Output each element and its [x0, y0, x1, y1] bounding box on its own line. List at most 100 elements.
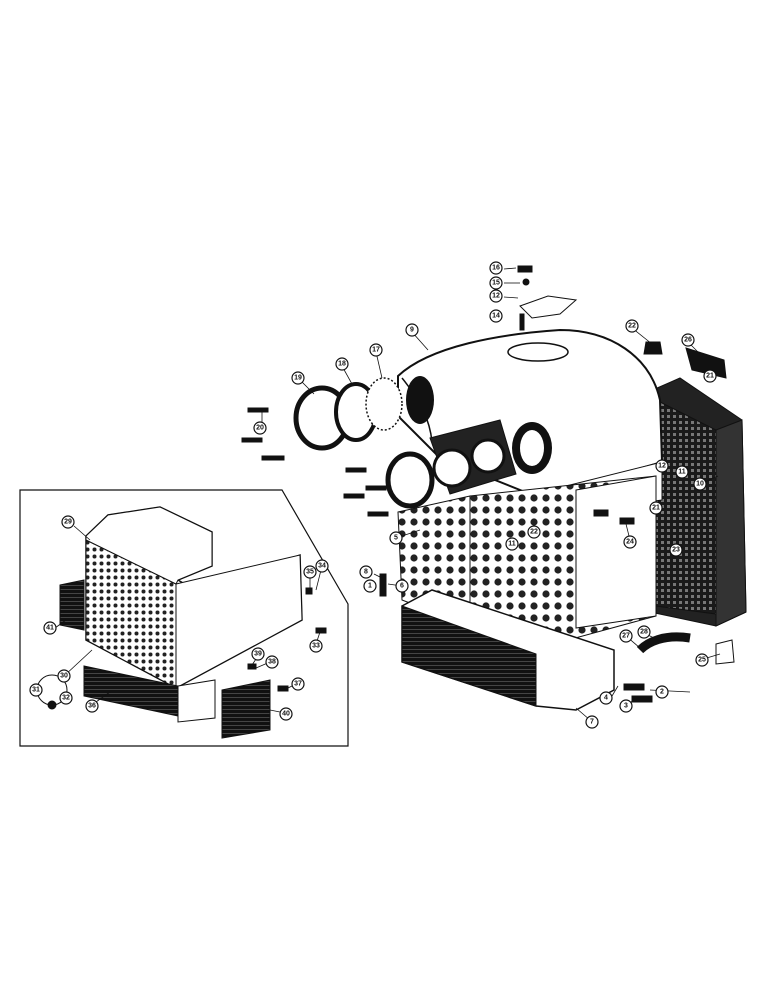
callout-2[interactable]: 2	[655, 685, 669, 699]
radiator	[647, 377, 747, 627]
callout-32[interactable]: 32	[59, 691, 73, 705]
inset-bracket	[177, 679, 216, 723]
callout-35[interactable]: 35	[303, 565, 317, 579]
svg-text:11: 11	[508, 541, 516, 548]
svg-text:6: 6	[400, 583, 404, 590]
svg-text:22: 22	[530, 529, 538, 536]
callout-23[interactable]: 23	[669, 543, 683, 557]
main-assembly: 1 2 3 4 5 6 7 8 9 10 11 12 14 15 16 17 1…	[241, 261, 747, 729]
cap-gasket	[685, 347, 727, 379]
front-bumper	[401, 589, 615, 711]
callout-29[interactable]: 29	[61, 515, 75, 529]
callout-38[interactable]: 38	[265, 655, 279, 669]
callout-37[interactable]: 37	[291, 677, 305, 691]
svg-text:21: 21	[652, 505, 660, 512]
svg-text:20: 20	[256, 425, 264, 432]
svg-text:22: 22	[628, 323, 636, 330]
callout-3[interactable]: 3	[619, 699, 633, 713]
callout-25[interactable]: 25	[695, 653, 709, 667]
svg-text:4: 4	[604, 695, 608, 702]
callout-5[interactable]: 5	[389, 531, 403, 545]
gauge-left	[432, 448, 472, 488]
svg-text:23: 23	[672, 547, 680, 554]
svg-text:27: 27	[622, 633, 630, 640]
callout-10[interactable]: 10	[693, 477, 707, 491]
callout-41[interactable]: 41	[43, 621, 57, 635]
radiator-cap	[643, 341, 663, 355]
svg-text:24: 24	[626, 539, 634, 546]
callout-27[interactable]: 27	[619, 629, 633, 643]
svg-text:2: 2	[660, 689, 664, 696]
callout-21[interactable]: 21	[649, 501, 663, 515]
svg-text:18: 18	[338, 361, 346, 368]
callout-39[interactable]: 39	[251, 647, 265, 661]
callout-22[interactable]: 22	[625, 319, 639, 333]
callout-12b[interactable]: 12	[655, 459, 669, 473]
svg-text:9: 9	[410, 327, 414, 334]
hardware	[517, 265, 735, 665]
callout-22-panel[interactable]: 22	[527, 525, 541, 539]
svg-text:3: 3	[624, 703, 628, 710]
svg-text:19: 19	[294, 375, 302, 382]
callout-18[interactable]: 18	[335, 357, 349, 371]
svg-text:17: 17	[372, 347, 380, 354]
callout-28[interactable]: 28	[637, 625, 651, 639]
callout-7[interactable]: 7	[585, 715, 599, 729]
callout-12[interactable]: 12	[489, 289, 503, 303]
callout-36[interactable]: 36	[85, 699, 99, 713]
svg-text:39: 39	[254, 651, 262, 658]
svg-text:21: 21	[706, 373, 714, 380]
callout-21-radiator[interactable]: 21	[703, 369, 717, 383]
svg-text:8: 8	[364, 569, 368, 576]
callout-16[interactable]: 16	[489, 261, 503, 275]
callout-26[interactable]: 26	[681, 333, 695, 347]
callout-17[interactable]: 17	[369, 343, 383, 357]
callout-14[interactable]: 14	[489, 309, 503, 323]
svg-text:34: 34	[318, 563, 326, 570]
callout-30[interactable]: 30	[57, 669, 71, 683]
bolts	[241, 407, 653, 703]
svg-text:16: 16	[492, 265, 500, 272]
callout-9[interactable]: 9	[405, 323, 419, 337]
callout-11-panel[interactable]: 11	[505, 537, 519, 551]
svg-text:37: 37	[294, 681, 302, 688]
dash-panel	[429, 419, 517, 495]
callout-6[interactable]: 6	[395, 579, 409, 593]
callout-19[interactable]: 19	[291, 371, 305, 385]
svg-text:14: 14	[492, 313, 500, 320]
inset-left-bumper-pad	[59, 579, 85, 631]
callout-1[interactable]: 1	[363, 579, 377, 593]
svg-text:5: 5	[394, 535, 398, 542]
callout-33[interactable]: 33	[309, 639, 323, 653]
callout-34[interactable]: 34	[315, 559, 329, 573]
svg-text:28: 28	[640, 629, 648, 636]
svg-text:40: 40	[282, 711, 290, 718]
callout-20[interactable]: 20	[253, 421, 267, 435]
inset-corner-pad	[221, 679, 271, 739]
gauge-assembly-upper	[293, 377, 403, 451]
hose-clamp	[715, 639, 735, 665]
callout-31[interactable]: 31	[29, 683, 43, 697]
callout-40[interactable]: 40	[279, 707, 293, 721]
callout-8[interactable]: 8	[359, 565, 373, 579]
svg-text:35: 35	[306, 569, 314, 576]
gauge-right	[470, 438, 506, 474]
svg-text:31: 31	[32, 687, 40, 694]
inset-hood-cover	[85, 506, 303, 689]
svg-text:36: 36	[88, 703, 96, 710]
radiator-hose	[636, 632, 691, 654]
svg-text:41: 41	[46, 625, 54, 632]
svg-text:12: 12	[492, 293, 500, 300]
callout-24[interactable]: 24	[623, 535, 637, 549]
svg-text:11: 11	[678, 469, 686, 476]
svg-text:10: 10	[696, 481, 704, 488]
svg-text:7: 7	[590, 719, 594, 726]
callout-11[interactable]: 11	[675, 465, 689, 479]
gauge-assembly-lower	[385, 451, 435, 509]
svg-text:26: 26	[684, 337, 692, 344]
svg-text:15: 15	[492, 280, 500, 287]
callout-15[interactable]: 15	[489, 276, 503, 290]
callout-4[interactable]: 4	[599, 691, 613, 705]
svg-text:25: 25	[698, 657, 706, 664]
